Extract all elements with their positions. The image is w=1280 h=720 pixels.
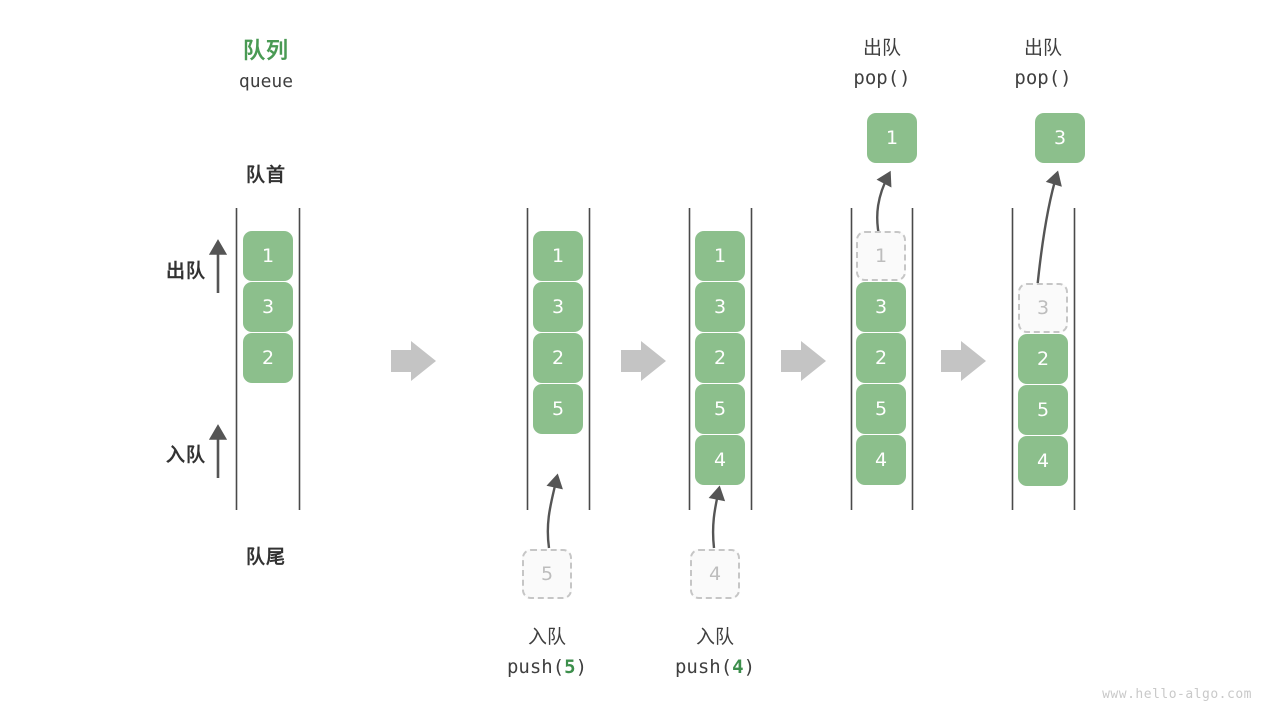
- pop-3-curve-arrow-icon: [1035, 170, 1062, 291]
- push-5-operation-code: push(5): [477, 656, 617, 678]
- queue-cell: 4: [856, 435, 906, 485]
- queue-column-after-push-4: 1 3 2 5 4: [695, 231, 745, 485]
- code-argument: 4: [732, 656, 744, 678]
- queue-cell: 4: [695, 435, 745, 485]
- queue-cell: 1: [533, 231, 583, 281]
- code-suffix: ): [1060, 67, 1072, 89]
- push-input-ghost-cell: 4: [690, 549, 740, 599]
- queue-cell: 4: [1018, 436, 1068, 486]
- push-curves: [546, 473, 726, 549]
- queue-cell: 5: [695, 384, 745, 434]
- enqueue-direction-label: 入队: [165, 444, 206, 466]
- queue-cell: 3: [695, 282, 745, 332]
- flow-arrow-4: [941, 341, 986, 381]
- code-suffix: ): [575, 656, 588, 678]
- queue-rear-label: 队尾: [245, 546, 286, 568]
- code-prefix: pop(: [1014, 67, 1061, 89]
- queue-cell: 2: [856, 333, 906, 383]
- queue-cell: 1: [695, 231, 745, 281]
- push-input-ghost-cell: 5: [522, 549, 572, 599]
- queue-column-after-pop-1: 1 3 2 5 4: [856, 231, 906, 485]
- flow-arrows: [391, 341, 986, 381]
- queue-cell: 5: [1018, 385, 1068, 435]
- code-argument: 5: [564, 656, 576, 678]
- queue-cell: 2: [1018, 334, 1068, 384]
- code-suffix: ): [899, 67, 911, 89]
- popped-output-cell: 3: [1035, 113, 1085, 163]
- flow-arrow-1: [391, 341, 436, 381]
- page-title: 队列: [242, 39, 289, 64]
- queue-column-after-pop-3: 3 2 5 4: [1018, 283, 1068, 486]
- queue-front-label: 队首: [245, 164, 286, 186]
- queue-ghost-cell: 3: [1018, 283, 1068, 333]
- queue-cell: 3: [533, 282, 583, 332]
- pop-1-operation-code: pop(): [812, 67, 952, 89]
- queue-ghost-cell: 1: [856, 231, 906, 281]
- flow-arrow-2: [621, 341, 666, 381]
- queue-cell: 2: [695, 333, 745, 383]
- queue-cell: 5: [856, 384, 906, 434]
- queue-column-after-push-5: 1 3 2 5: [533, 231, 583, 434]
- code-prefix: pop(: [853, 67, 900, 89]
- push-5-operation-label: 入队: [527, 626, 566, 648]
- dequeue-direction-label: 出队: [165, 260, 206, 282]
- code-prefix: push(: [506, 656, 565, 678]
- site-watermark: www.hello-algo.com: [1102, 687, 1252, 702]
- queue-column-initial: 1 3 2: [243, 231, 293, 383]
- pop-1-operation-label: 出队: [862, 37, 901, 59]
- code-suffix: ): [743, 656, 756, 678]
- push-4-operation-code: push(4): [645, 656, 785, 678]
- flow-arrow-3: [781, 341, 826, 381]
- queue-cell: 5: [533, 384, 583, 434]
- queue-cell: 2: [243, 333, 293, 383]
- popped-output-cell: 1: [867, 113, 917, 163]
- queue-cell: 3: [856, 282, 906, 332]
- push-4-curve-arrow-icon: [708, 485, 726, 549]
- pop-3-operation-label: 出队: [1023, 37, 1062, 59]
- queue-cell: 1: [243, 231, 293, 281]
- push-5-curve-arrow-icon: [546, 473, 563, 549]
- queue-rails: [235, 208, 1076, 510]
- pop-3-operation-code: pop(): [973, 67, 1113, 89]
- queue-cell: 2: [533, 333, 583, 383]
- push-4-operation-label: 入队: [695, 626, 734, 648]
- queue-cell: 3: [243, 282, 293, 332]
- code-prefix: push(: [674, 656, 733, 678]
- page-subtitle: queue: [238, 71, 294, 92]
